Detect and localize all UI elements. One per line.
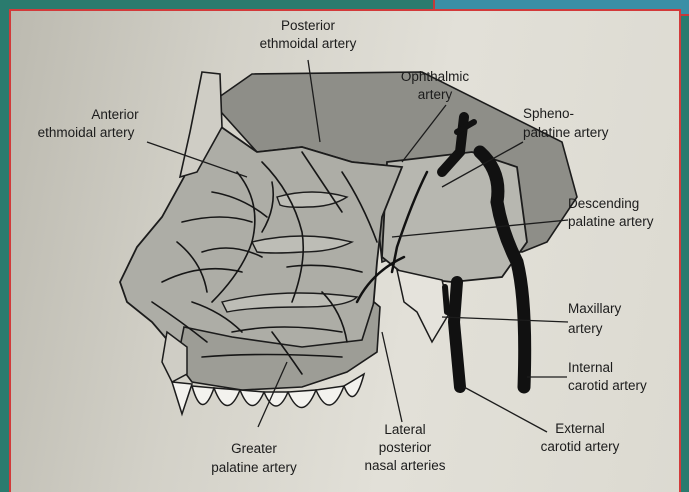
anterior-ethmoidal-label-2: ethmoidal artery bbox=[38, 125, 135, 140]
internal-carotid-label-2: carotid artery bbox=[568, 378, 647, 393]
maxillary-label-1: Maxillary bbox=[568, 301, 622, 316]
pterygoid-process bbox=[397, 270, 450, 342]
diagram-frame: Posterior ethmoidal artery Ophthalmic ar… bbox=[9, 9, 681, 492]
anterior-ethmoidal-label-1: Anterior bbox=[91, 107, 139, 122]
ophthalmic-label-2: artery bbox=[418, 87, 453, 102]
lateral-posterior-nasal-label-2: posterior bbox=[379, 440, 432, 455]
descending-palatine-label-1: Descending bbox=[568, 196, 639, 211]
sphenopalatine-label-2: palatine artery bbox=[523, 125, 609, 140]
nasal-arteries-diagram: Posterior ethmoidal artery Ophthalmic ar… bbox=[11, 11, 681, 492]
posterior-ethmoidal-label-1: Posterior bbox=[281, 18, 336, 33]
lateral-posterior-nasal-label-3: nasal arteries bbox=[364, 458, 445, 473]
maxillary-label-2: artery bbox=[568, 321, 603, 336]
external-carotid-label-1: External bbox=[555, 421, 605, 436]
greater-palatine-label-2: palatine artery bbox=[211, 460, 297, 475]
descending-palatine-label-2: palatine artery bbox=[568, 214, 654, 229]
sphenopalatine-label-1: Spheno- bbox=[523, 106, 574, 121]
posterior-ethmoidal-label-2: ethmoidal artery bbox=[260, 36, 357, 51]
greater-palatine-label-1: Greater bbox=[231, 441, 277, 456]
lateral-posterior-nasal-label-1: Lateral bbox=[384, 422, 425, 437]
internal-carotid-label-1: Internal bbox=[568, 360, 613, 375]
external-carotid-label-2: carotid artery bbox=[541, 439, 620, 454]
ophthalmic-label-1: Ophthalmic bbox=[401, 69, 470, 84]
